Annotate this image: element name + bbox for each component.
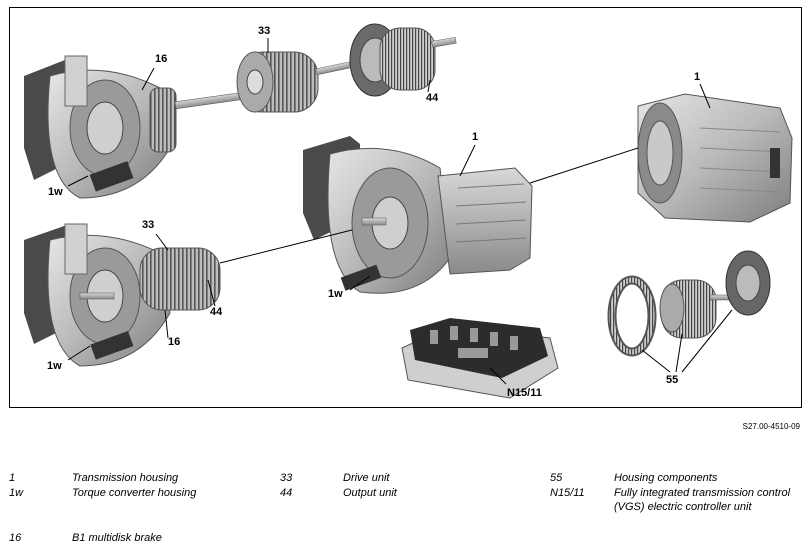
converter-housing-top (24, 55, 177, 199)
output-unit-top (349, 23, 457, 97)
converter-housing-bottom (24, 223, 221, 367)
legend-text-33: Drive unit (343, 472, 390, 484)
exploded-view-figure: 16 33 44 1 1 1w 1w 33 44 16 1w N15/11 55 (9, 7, 802, 408)
callout-1-center: 1 (472, 131, 479, 143)
legend-text-n15-11: Fully integrated transmission control (V… (614, 487, 791, 513)
callout-1w-center: 1w (328, 288, 343, 300)
controller-unit (401, 318, 559, 399)
callout-33-bottom: 33 (142, 219, 155, 231)
legend-text-55: Housing components (614, 472, 718, 484)
figure-code: S27.00-4510-09 (742, 422, 800, 431)
transmission-housing-right (637, 93, 793, 223)
legend-key-44: 44 (280, 487, 293, 499)
callout-1w-top: 1w (48, 186, 63, 198)
callout-n15-11: N15/11 (507, 387, 542, 399)
callout-1-right: 1 (694, 71, 701, 83)
legend-text-16: B1 multidisk brake (72, 532, 162, 544)
callout-55: 55 (666, 374, 679, 386)
legend-key-16: 16 (9, 532, 22, 544)
legend-key-55: 55 (550, 472, 563, 484)
callout-1w-bottom: 1w (47, 360, 62, 372)
housing-components (607, 250, 771, 357)
callout-33-top: 33 (258, 25, 271, 37)
transmission-assembled (303, 136, 533, 294)
callout-44-top: 44 (426, 92, 439, 104)
figure-artwork (24, 23, 793, 399)
legend-text-44: Output unit (343, 487, 397, 499)
leader-lines (67, 38, 733, 385)
legend-key-1: 1 (9, 472, 16, 484)
legend-text-1: Transmission housing (72, 472, 179, 484)
legend-key-n15-11: N15/11 (550, 487, 585, 499)
callout-44-bottom: 44 (210, 306, 223, 318)
drive-unit-top (236, 51, 351, 113)
callout-16-top: 16 (155, 53, 168, 65)
legend-key-1w: 1w (9, 487, 24, 499)
legend-text-1w: Torque converter housing (72, 487, 197, 499)
legend-key-33: 33 (280, 472, 293, 484)
callout-16-bottom: 16 (168, 336, 181, 348)
